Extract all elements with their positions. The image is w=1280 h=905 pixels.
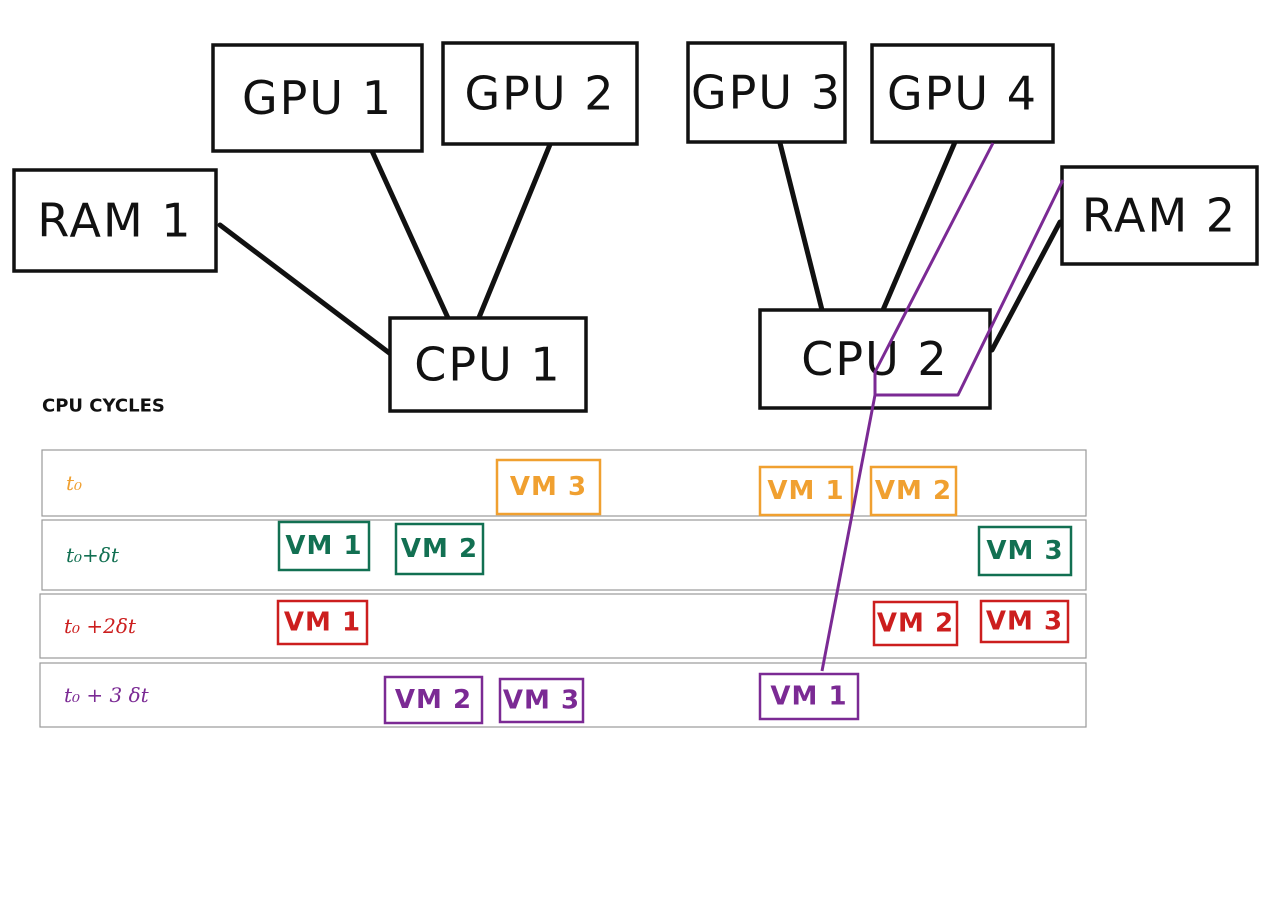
lane-t3-vm1: VM 1 [758, 672, 860, 721]
lane-t2-vm2-box [872, 600, 959, 647]
lane-t1-label: t₀+δt [66, 543, 120, 567]
node-cpu1-label: CPU 1 [414, 338, 561, 392]
lane-t0: t₀ VM 3 VM 1 VM 2 [41, 449, 1087, 517]
lane-t1-vm1-label: VM 1 [285, 531, 362, 561]
lane-t2-vm1: VM 1 [276, 599, 369, 646]
node-gpu3: GPU 3 [686, 41, 847, 144]
lane-t1-box [41, 519, 1087, 591]
lane-t1-vm1-box [277, 520, 371, 572]
edge-gpu4-cpu2 [880, 139, 958, 313]
lane-t1-vm3: VM 3 [977, 525, 1073, 577]
node-gpu3-box [686, 41, 847, 144]
lane-t3-vm1-label: VM 1 [770, 682, 847, 712]
lane-t0-vm3-label: VM 3 [510, 472, 587, 502]
lane-t2-vm2: VM 2 [872, 600, 959, 647]
lane-t3-label: t₀ + 3 δt [64, 683, 150, 707]
node-cpu1: CPU 1 [388, 316, 588, 413]
lane-t1-vm3-label: VM 3 [986, 536, 1063, 566]
node-ram2-box [1060, 165, 1259, 266]
lane-t3-vm2-label: VM 2 [395, 685, 472, 715]
lane-t2-vm3-label: VM 3 [986, 607, 1063, 637]
lane-t3-vm1-box [758, 672, 860, 721]
node-gpu4-label: GPU 4 [887, 67, 1038, 121]
lane-t1-vm2-label: VM 2 [401, 534, 478, 564]
nodes-layer: GPU 1 GPU 2 GPU 3 GPU 4 RAM 1 RAM 2 CPU 1 CPU 2 [12, 41, 1259, 413]
lane-t2-label: t₀ +2δt [64, 614, 137, 638]
lane-t0-vm3-box [495, 458, 602, 516]
node-gpu1-box [211, 43, 424, 153]
node-ram2-label: RAM 2 [1082, 189, 1237, 243]
migration-path-ram2 [820, 179, 1065, 672]
node-gpu4: GPU 4 [870, 43, 1055, 144]
lane-t2-vm3: VM 3 [979, 599, 1070, 644]
lane-t0-label: t₀ [66, 471, 82, 495]
node-ram1-label: RAM 1 [37, 194, 192, 248]
lane-t1-vm1: VM 1 [277, 520, 371, 572]
edge-ram1-cpu1 [217, 222, 395, 358]
lane-t3: t₀ + 3 δt VM 2 VM 3 VM 1 [39, 662, 1087, 728]
lane-t2-vm1-box [276, 599, 369, 646]
lane-t2: t₀ +2δt VM 1 VM 2 VM 3 [39, 593, 1087, 659]
node-gpu2-label: GPU 2 [465, 67, 616, 121]
migration-path-gpu4 [873, 142, 995, 395]
lane-t3-vm3-box [498, 677, 585, 724]
node-cpu2: CPU 2 [758, 308, 992, 410]
lane-t1-vm2-box [394, 522, 485, 576]
lane-t3-vm2-box [383, 675, 484, 725]
edge-gpu2-cpu1 [475, 139, 554, 323]
lane-t1: t₀+δt VM 1 VM 2 VM 3 [41, 519, 1087, 591]
lane-t2-vm1-label: VM 1 [284, 608, 361, 638]
edges-layer [217, 139, 1063, 358]
lane-t1-vm3-box [977, 525, 1073, 577]
node-gpu2: GPU 2 [441, 41, 639, 146]
lane-t3-vm2: VM 2 [383, 675, 484, 725]
edge-gpu1-cpu1 [369, 148, 451, 321]
node-gpu4-box [870, 43, 1055, 144]
lane-t0-vm2-box [869, 465, 958, 517]
lane-t0-vm1-box [758, 465, 854, 517]
node-cpu1-box [388, 316, 588, 413]
cpu-cycles-title: CPU CYCLES [42, 396, 165, 417]
node-ram1: RAM 1 [12, 168, 218, 273]
lane-t3-vm3-label: VM 3 [503, 686, 580, 716]
node-gpu3-label: GPU 3 [691, 66, 842, 120]
node-gpu1-label: GPU 1 [242, 71, 393, 125]
lane-t0-vm1: VM 1 [758, 465, 854, 517]
lane-t0-vm2-label: VM 2 [875, 476, 952, 506]
node-ram2: RAM 2 [1060, 165, 1259, 266]
node-gpu1: GPU 1 [211, 43, 424, 153]
node-gpu2-box [441, 41, 639, 146]
lane-t0-vm1-label: VM 1 [767, 476, 844, 506]
node-ram1-box [12, 168, 218, 273]
lane-t0-vm2: VM 2 [869, 465, 958, 517]
edge-ram2-cpu2 [989, 219, 1063, 353]
lane-t3-vm3: VM 3 [498, 677, 585, 724]
lane-t2-vm3-box [979, 599, 1070, 644]
lane-t2-vm2-label: VM 2 [877, 609, 954, 639]
lane-t0-vm3: VM 3 [495, 458, 602, 516]
migration-layer [820, 142, 1065, 672]
edge-gpu3-cpu2 [777, 140, 825, 313]
lane-t1-vm2: VM 2 [394, 522, 485, 576]
